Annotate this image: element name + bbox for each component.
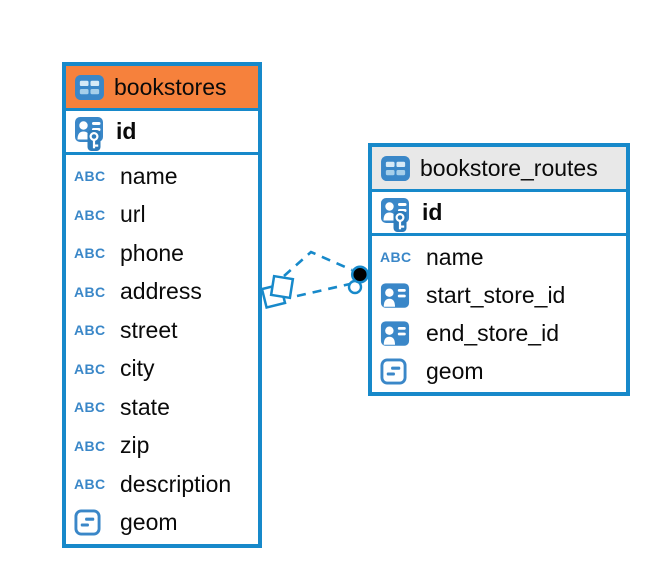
pk-row-bookstores-id[interactable]: id (66, 111, 258, 155)
column-name: city (120, 355, 155, 382)
table-node-bookstores[interactable]: bookstores id ABC name ABC (62, 62, 262, 548)
relationship-line-upper (283, 250, 353, 277)
column-name: address (120, 278, 202, 305)
relationship-lines[interactable] (283, 250, 353, 298)
column-name: zip (120, 432, 150, 459)
column-name: geom (120, 509, 178, 536)
text-type-icon: ABC (74, 206, 106, 223)
column-row-street[interactable]: ABC street (66, 311, 258, 350)
pk-column-name: id (422, 199, 443, 225)
column-row-end-store-id[interactable]: end_store_id (372, 314, 626, 352)
text-type-icon: ABC (74, 360, 106, 377)
column-name: phone (120, 239, 184, 266)
text-type-icon: ABC (74, 399, 106, 416)
column-name: end_store_id (426, 319, 559, 346)
pk-row-routes-id[interactable]: id (372, 192, 626, 236)
column-name: state (120, 393, 170, 420)
text-type-icon: ABC (74, 168, 106, 185)
table-header-bookstore-routes[interactable]: bookstore_routes (372, 147, 626, 192)
column-row-url[interactable]: ABC url (66, 196, 258, 235)
column-row-phone[interactable]: ABC phone (66, 234, 258, 273)
table-title: bookstore_routes (420, 154, 598, 181)
text-type-icon: ABC (380, 249, 412, 265)
one-end-marker (347, 265, 370, 295)
reference-type-icon (380, 320, 410, 346)
column-list-bookstore-routes: ABC name start_store_id (372, 236, 626, 392)
column-row-state[interactable]: ABC state (66, 388, 258, 427)
column-row-geom[interactable]: geom (372, 352, 626, 390)
primary-key-icon (381, 197, 409, 232)
column-row-geom[interactable]: geom (66, 504, 258, 543)
reference-type-icon (380, 282, 410, 308)
text-type-icon: ABC (74, 245, 106, 262)
column-name: url (120, 201, 146, 228)
column-list-bookstores: ABC name ABC url ABC phone ABC address A… (66, 155, 258, 544)
table-icon (381, 155, 410, 181)
column-row-name[interactable]: ABC name (66, 157, 258, 196)
column-row-city[interactable]: ABC city (66, 350, 258, 389)
pk-column-name: id (116, 118, 137, 144)
text-type-icon: ABC (74, 322, 106, 339)
text-type-icon: ABC (74, 283, 106, 300)
column-row-address[interactable]: ABC address (66, 273, 258, 312)
column-row-zip[interactable]: ABC zip (66, 427, 258, 466)
geometry-type-icon (380, 357, 407, 385)
column-name: geom (426, 357, 484, 384)
table-icon (75, 74, 104, 100)
column-name: street (120, 316, 178, 343)
column-row-name[interactable]: ABC name (372, 238, 626, 276)
column-name: name (426, 243, 484, 270)
column-row-description[interactable]: ABC description (66, 465, 258, 504)
text-type-icon: ABC (74, 437, 106, 454)
column-name: start_store_id (426, 281, 566, 308)
column-row-start-store-id[interactable]: start_store_id (372, 276, 626, 314)
column-name: description (120, 470, 232, 497)
column-name: name (120, 162, 178, 189)
table-node-bookstore-routes[interactable]: bookstore_routes id ABC name (368, 143, 630, 396)
table-title: bookstores (114, 73, 227, 100)
many-end-marker (260, 274, 295, 310)
geometry-type-icon (74, 509, 101, 536)
table-header-bookstores[interactable]: bookstores (66, 66, 258, 111)
primary-key-icon (75, 116, 103, 151)
relationship-line-lower (296, 282, 351, 298)
text-type-icon: ABC (74, 476, 106, 493)
